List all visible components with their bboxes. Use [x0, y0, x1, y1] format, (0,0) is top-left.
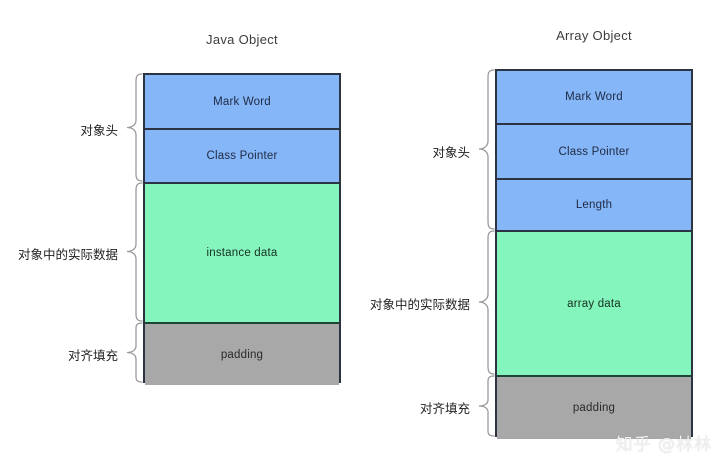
array-label-array-data: 对象中的实际数据 [369, 297, 470, 312]
java-segment-instance-data: instance data [145, 184, 339, 324]
array-brace-array-data [478, 230, 495, 375]
array-label-padding: 对齐填充 [419, 401, 470, 416]
array-brace-padding [478, 375, 495, 437]
array-segment-padding: padding [497, 377, 691, 439]
array-object-layout-box: Mark Word Class Pointer Length array dat… [495, 69, 693, 439]
java-segment-class-pointer: Class Pointer [145, 130, 339, 184]
java-label-object-header: 对象头 [80, 123, 118, 138]
java-brace-object-header [126, 73, 143, 182]
java-segment-padding: padding [145, 324, 339, 385]
array-label-object-header: 对象头 [432, 145, 470, 160]
array-segment-length: Length [497, 180, 691, 232]
java-segment-mark-word: Mark Word [145, 75, 339, 130]
watermark: 知乎 @林林 [615, 435, 712, 455]
java-label-padding: 对齐填充 [67, 348, 118, 363]
array-segment-class-pointer: Class Pointer [497, 125, 691, 180]
array-object-title: Array Object [556, 28, 632, 43]
java-object-title: Java Object [206, 32, 278, 47]
java-object-layout-box: Mark Word Class Pointer instance data pa… [143, 73, 341, 385]
java-brace-instance-data [126, 182, 143, 322]
array-segment-mark-word: Mark Word [497, 71, 691, 125]
array-segment-array-data: array data [497, 232, 691, 377]
java-brace-padding [126, 322, 143, 383]
array-brace-object-header [478, 69, 495, 230]
java-label-instance-data: 对象中的实际数据 [17, 247, 118, 262]
